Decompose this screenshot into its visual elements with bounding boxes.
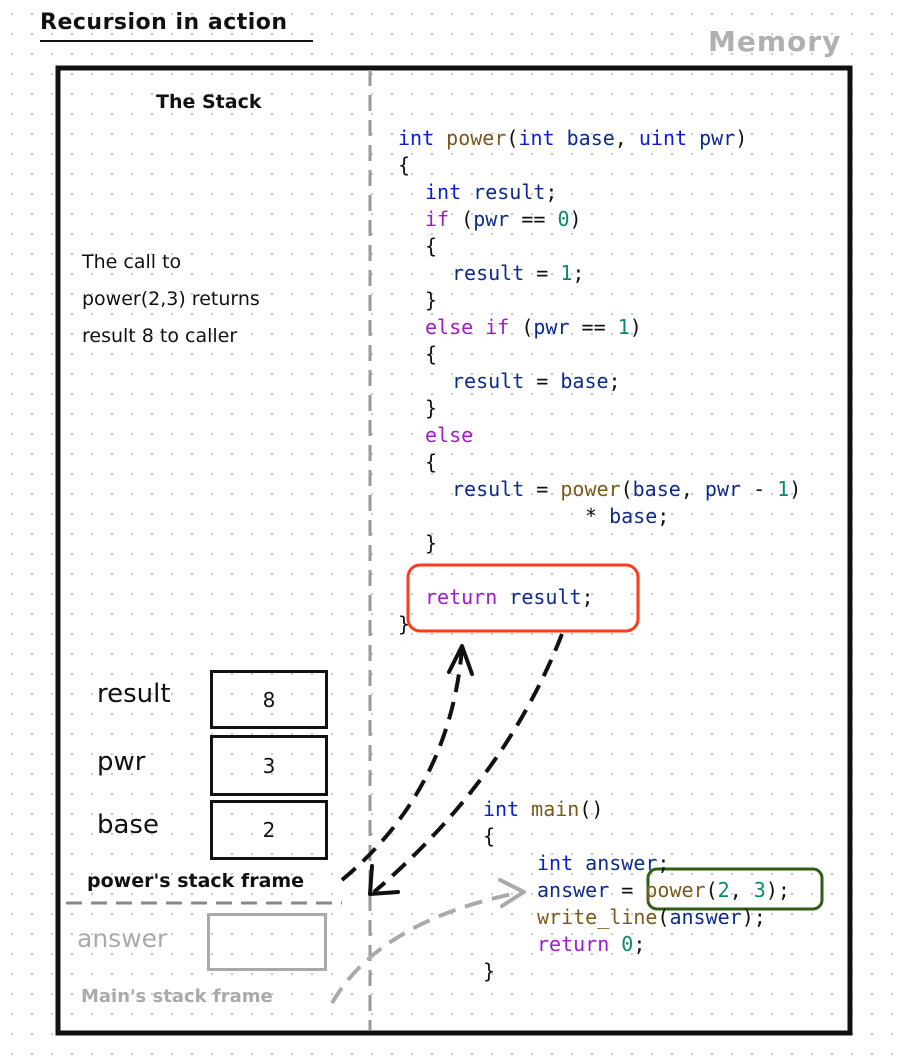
return-to-caller-arrowhead bbox=[368, 864, 400, 896]
memory-label: Memory bbox=[708, 25, 842, 58]
diagram-title: Recursion in action bbox=[40, 10, 288, 35]
code-line: else if (pwr == 1) bbox=[425, 315, 642, 339]
code-line: * base; bbox=[585, 504, 670, 528]
explanation-line-3: result 8 to caller bbox=[82, 325, 238, 347]
explanation-line-1: The call to bbox=[82, 251, 182, 273]
code-line: } bbox=[425, 288, 438, 312]
code-line: int power(int base, uint pwr) bbox=[398, 126, 748, 150]
code-line: { bbox=[483, 824, 496, 848]
code-line: result = base; bbox=[452, 369, 621, 393]
return-statement: return result; bbox=[425, 585, 594, 609]
stack-var-label-base: base bbox=[97, 810, 159, 840]
code-line: { bbox=[425, 342, 438, 366]
explanation-line-2: power(2,3) returns bbox=[82, 288, 260, 310]
power-stack-frame-label: power's stack frame bbox=[87, 870, 305, 892]
code-line: } bbox=[425, 396, 438, 420]
stack-var-label-result: result bbox=[97, 679, 171, 709]
stack-var-box-result: 8 bbox=[210, 670, 328, 729]
return-to-caller-arrow bbox=[372, 633, 564, 894]
return-highlight bbox=[406, 563, 640, 633]
return-value-arrow bbox=[340, 647, 464, 882]
code-line: } bbox=[483, 959, 496, 983]
main-function-code: int main() { int answer; answer = power(… bbox=[0, 456, 901, 983]
code-line: { bbox=[398, 153, 411, 177]
title-underline bbox=[40, 40, 313, 42]
code-line: write_line(answer); bbox=[537, 905, 766, 929]
code-line: int main() bbox=[483, 797, 604, 821]
code-line: int result; bbox=[425, 180, 558, 204]
code-line: { bbox=[425, 450, 438, 474]
code-line: if (pwr == 0) bbox=[425, 207, 582, 231]
call-arrow bbox=[330, 890, 523, 1005]
code-line: else bbox=[425, 423, 474, 447]
call-arrowhead bbox=[498, 878, 526, 908]
stack-var-label-pwr: pwr bbox=[97, 747, 146, 777]
main-var-label-answer: answer bbox=[77, 924, 168, 953]
code-line: result = power(base, pwr - 1) bbox=[452, 477, 802, 501]
power-function-code: int power(int base, uint pwr) { int resu… bbox=[0, 0, 901, 636]
code-line: } bbox=[398, 612, 411, 636]
code-line: int answer; bbox=[537, 851, 670, 875]
stack-var-box-pwr: 3 bbox=[210, 735, 328, 796]
stack-heading: The Stack bbox=[156, 91, 262, 113]
code-line: result = 1; bbox=[452, 261, 585, 285]
call-statement: answer = power(2, 3); bbox=[537, 878, 790, 902]
code-line: } bbox=[425, 531, 438, 555]
main-var-box-answer bbox=[207, 913, 327, 971]
main-stack-frame-label: Main's stack frame bbox=[81, 986, 273, 1007]
code-line: { bbox=[425, 234, 438, 258]
code-line: return 0; bbox=[537, 932, 646, 956]
stack-var-box-base: 2 bbox=[210, 800, 328, 860]
call-highlight bbox=[646, 867, 824, 911]
return-value-arrowhead bbox=[447, 644, 474, 676]
memory-border bbox=[55, 65, 853, 1036]
